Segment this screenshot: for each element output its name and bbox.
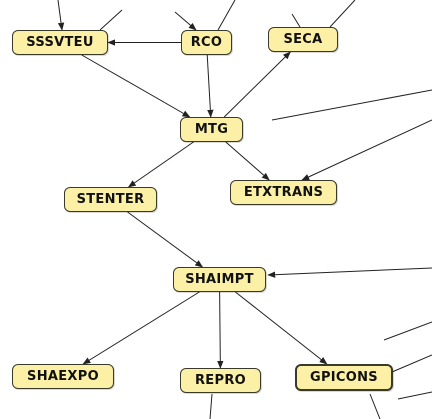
node-shaexpo[interactable]: SHAEXPO	[12, 364, 114, 389]
offscreen-edge	[369, 393, 381, 419]
node-shaimpt[interactable]: SHAIMPT	[173, 267, 266, 292]
offscreen-edge	[217, 0, 236, 31]
edge-shaimpt-to-repro	[217, 291, 224, 369]
edge-stenter-to-shaimpt	[127, 211, 204, 268]
node-rco[interactable]: RCO	[181, 30, 232, 55]
node-seca[interactable]: SECA	[268, 27, 338, 52]
offscreen-edge	[391, 354, 432, 373]
node-mtg[interactable]: MTG	[180, 117, 243, 142]
node-stenter[interactable]: STENTER	[64, 187, 157, 212]
edge-shaimpt-to-shaexpo	[82, 291, 200, 365]
edge-mtg-to-etxtrans	[225, 141, 270, 181]
offscreen-edge	[329, 0, 356, 28]
edge-mtg-to-stenter	[127, 141, 194, 188]
offscreen-edge	[301, 119, 432, 181]
node-repro[interactable]: REPRO	[180, 368, 261, 393]
offscreen-edge	[209, 393, 213, 419]
offscreen-edge	[99, 9, 123, 31]
edge-sssvteu-to-mtg	[81, 54, 191, 118]
offscreen-edge	[57, 0, 65, 31]
offscreen-edge	[267, 267, 432, 278]
offscreen-edge	[397, 391, 432, 400]
offscreen-edge	[271, 89, 432, 121]
edge-shaimpt-to-gpicons	[235, 291, 328, 365]
edge-rco-to-mtg	[206, 54, 214, 118]
edge-mtg-to-seca	[223, 51, 291, 118]
offscreen-edge	[291, 13, 301, 28]
node-etxtrans[interactable]: ETXTRANS	[230, 180, 337, 205]
offscreen-edge	[174, 11, 197, 31]
node-gpicons[interactable]: GPICONS	[295, 364, 393, 391]
offscreen-edge	[383, 321, 432, 341]
node-sssvteu[interactable]: SSSVTEU	[12, 30, 108, 55]
